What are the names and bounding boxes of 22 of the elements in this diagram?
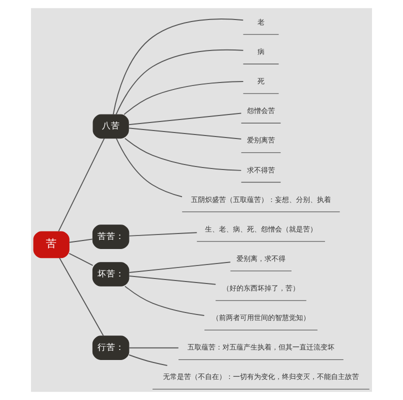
- connector: [68, 252, 94, 266]
- connector: [59, 257, 104, 336]
- connector: [124, 80, 244, 115]
- connector: [124, 286, 205, 316]
- connector: [128, 262, 231, 273]
- node-box: 苦: [33, 231, 70, 258]
- node-box: 行苦：: [92, 336, 130, 360]
- node-box: 坏苦：: [92, 262, 130, 286]
- connector: [128, 354, 168, 366]
- node-box: 苦苦：: [92, 224, 130, 249]
- connector: [116, 49, 244, 115]
- connector: [112, 18, 244, 116]
- connector: [128, 112, 242, 126]
- connector: [68, 238, 94, 243]
- connector: [128, 128, 242, 140]
- connector: [58, 138, 105, 232]
- node-box: 八苦: [92, 114, 129, 139]
- connector: [128, 275, 216, 285]
- connector: [128, 232, 198, 236]
- connector: [116, 138, 182, 198]
- connector: [124, 138, 242, 171]
- connector: [128, 347, 179, 348]
